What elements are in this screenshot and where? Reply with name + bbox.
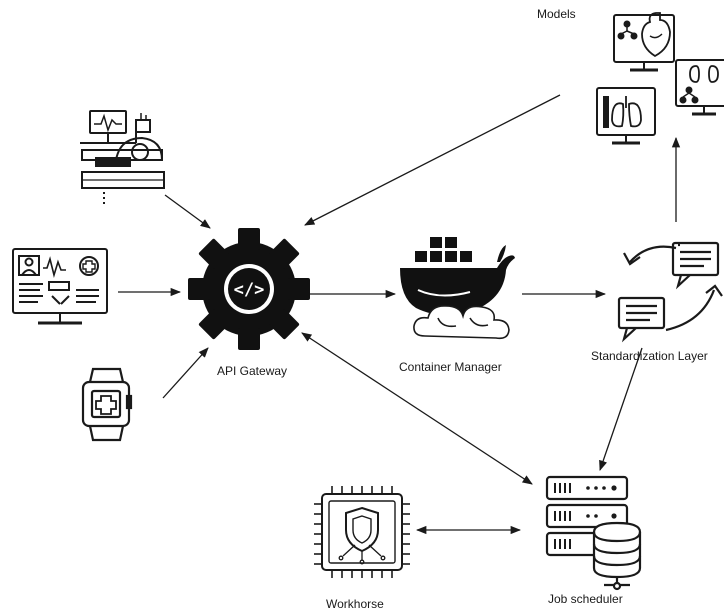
container-manager-label: Container Manager (399, 360, 502, 374)
lung-model-monitor-icon (596, 87, 656, 145)
gateway-code-symbol: </> (234, 280, 265, 300)
chip-shield-icon (314, 486, 410, 578)
workhorse-label: Workhorse (326, 597, 384, 611)
health-dashboard-monitor-icon (12, 248, 108, 325)
medical-smartwatch-icon (81, 367, 133, 442)
kidney-model-monitor-icon (675, 59, 724, 116)
heart-model-monitor-icon (613, 12, 675, 72)
job-scheduler-label: Job scheduler (548, 592, 623, 606)
server-database-icon (545, 475, 642, 591)
arrow-gateway-scheduler-bidirectional (301, 332, 533, 485)
chat-cycle-icon (617, 241, 723, 343)
api-gateway-label: API Gateway (217, 364, 288, 378)
standardization-layer-label: Standardization Layer (591, 349, 708, 363)
models-label: Models (537, 7, 576, 21)
docker-whale-icon (400, 237, 515, 340)
arrow-models-to-gateway (304, 94, 561, 226)
mri-scanner-icon (80, 110, 165, 205)
gear-code-icon: </> (188, 228, 310, 350)
arrow-standardization-to-scheduler (599, 347, 643, 471)
connector-arrows (118, 94, 681, 535)
arrow-scanner-to-gateway (164, 194, 211, 229)
arrow-watch-to-gateway (162, 347, 209, 399)
